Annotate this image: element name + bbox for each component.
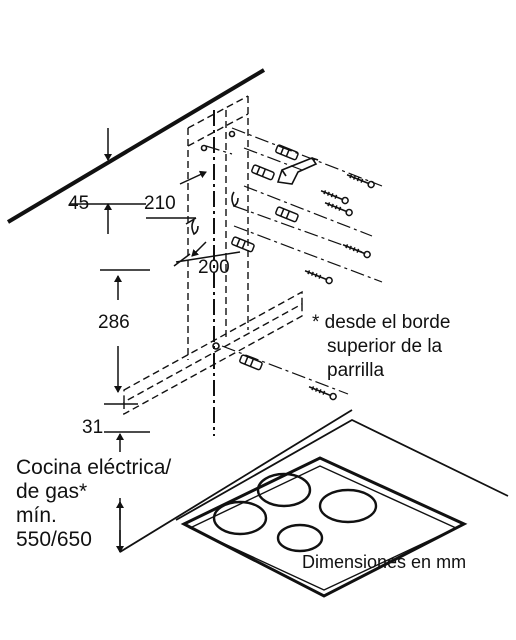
screw [304,270,333,285]
dowel [251,164,275,181]
dimension-286-label: 286 [98,312,130,333]
cooktop-label-line-2: de gas* [16,480,87,503]
cooktop-label-line-4: 550/650 [16,528,92,551]
burner [276,523,324,553]
fixing-projection-lines [205,127,383,395]
cooktop [180,456,468,598]
cooktop-label-line-3: mín. [16,504,57,527]
hood-body-outline [123,290,303,416]
dowel [275,144,299,161]
screw [308,386,337,401]
note-line-1: * desde el borde [312,312,450,333]
countertop [119,409,509,553]
burner [256,472,312,508]
ceiling-line [6,68,266,224]
dimension-45 [70,128,146,234]
dimension-200 [173,241,241,267]
dowel [275,206,299,223]
screw [346,174,375,189]
dimension-286 [100,269,150,393]
screw [342,244,371,259]
dowel [239,354,263,371]
units-label: Dimensiones en mm [302,552,466,572]
dimension-200-label: 200 [198,257,230,278]
dimension-31 [104,403,150,452]
screw [324,202,353,217]
dimension-45-label: 45 [68,193,89,214]
burner [212,500,268,536]
dimension-31-label: 31 [82,417,103,438]
chimney-hooks [191,130,239,350]
note-line-2: superior de la [327,336,443,357]
screws-and-dowels [231,144,375,401]
chimney-outline [187,95,249,360]
dimension-210 [146,170,207,225]
burner [318,488,378,524]
dimension-210-label: 210 [144,193,176,214]
dowel [231,236,255,253]
screw [320,190,349,205]
mounting-bracket [276,157,319,185]
cooktop-label-line-1: Cocina eléctrica/ [16,456,171,479]
note-line-3: parrilla [327,360,384,381]
